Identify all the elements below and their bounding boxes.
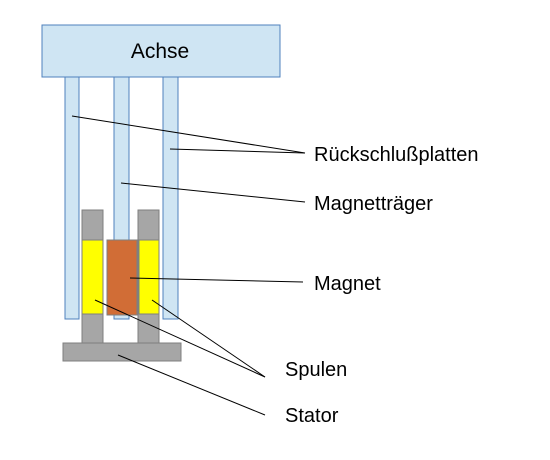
axle-label: Achse — [131, 40, 189, 63]
magnet-block — [106, 239, 138, 316]
magnet-carrier-label: Magnetträger — [314, 193, 433, 215]
coil-left — [81, 239, 104, 315]
magnet-label: Magnet — [314, 273, 381, 295]
back-plate-right — [162, 76, 179, 320]
coil-right — [138, 239, 160, 315]
leader-coil-left — [94, 299, 266, 378]
stator-base — [62, 342, 182, 362]
leader-back-plate-left — [71, 115, 306, 154]
leader-magnet-carrier — [120, 182, 306, 203]
stator-label: Stator — [285, 405, 339, 427]
back-plate-left — [64, 76, 80, 320]
coils-label: Spulen — [285, 359, 347, 381]
leader-back-plate-right — [169, 148, 306, 154]
axle-block — [41, 24, 281, 78]
leader-stator — [117, 354, 266, 416]
back-plates-label: Rückschlußplatten — [314, 144, 479, 166]
leader-magnet — [129, 277, 304, 283]
leader-coil-right — [151, 299, 266, 378]
